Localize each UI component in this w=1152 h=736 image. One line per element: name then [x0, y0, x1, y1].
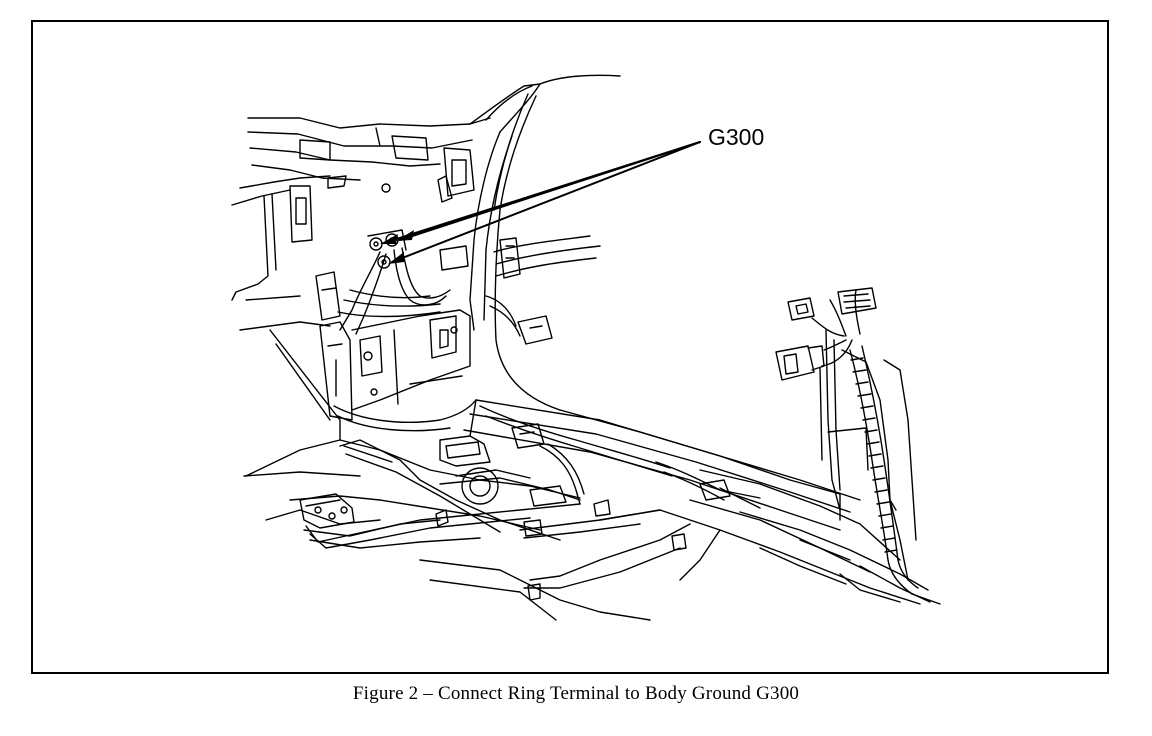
g300-callout-label: G300: [708, 124, 765, 150]
callout-leader-arrows: [383, 141, 701, 263]
figure-caption: Figure 2 – Connect Ring Terminal to Body…: [352, 683, 800, 704]
harness-grommet: [439, 235, 601, 345]
harness-connectors: [775, 287, 877, 381]
seat-rail-bracket: [299, 439, 691, 601]
rocker-sill: [463, 399, 931, 605]
floor-pan: [243, 329, 721, 621]
arrowheads: [380, 230, 414, 264]
ground-g300-studs: [315, 229, 451, 335]
figure-frame: [31, 20, 1109, 674]
floor-wiring: [479, 405, 761, 509]
a-pillar: [437, 74, 621, 411]
b-pillar: [819, 329, 917, 581]
kick-panel-bracket: [319, 309, 477, 432]
harness-loom: [821, 289, 941, 605]
